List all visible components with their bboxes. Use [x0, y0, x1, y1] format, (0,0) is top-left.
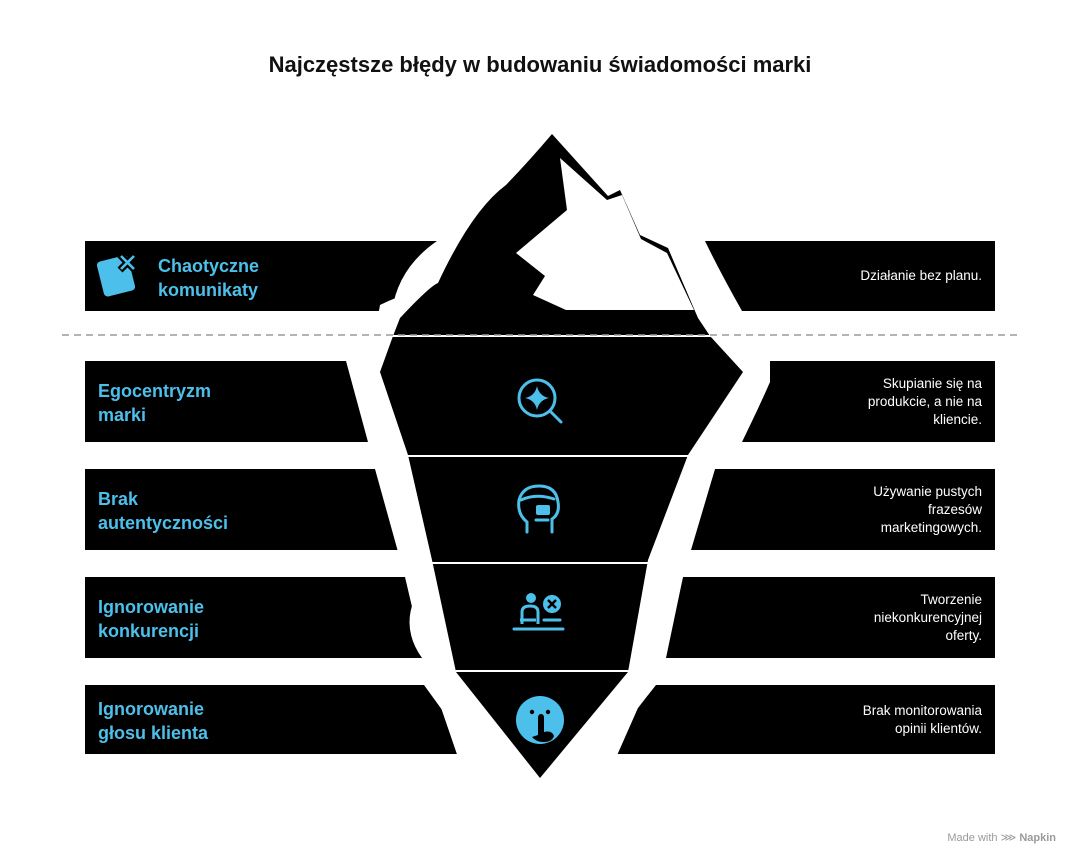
magnifier-star-icon — [517, 378, 563, 424]
row-4-description: Tworzenie niekonkurencyjnej oferty. — [873, 592, 982, 643]
row-1-label: Chaotyczne komunikaty — [158, 256, 260, 300]
iceberg-snow-cap — [516, 158, 694, 310]
masked-head-icon — [517, 484, 560, 534]
row-3-label: Brak autentyczności — [98, 489, 229, 533]
chaotic-message-icon — [96, 252, 138, 297]
right-bar-4 — [666, 577, 995, 658]
made-with-footer: Made with ⋙ Napkin — [947, 831, 1056, 844]
row-2-description: Skupianie się na produkcie, a nie na kli… — [867, 376, 982, 427]
footer-brand: Napkin — [1019, 832, 1056, 844]
left-bar-1 — [85, 241, 437, 311]
right-bar-3 — [684, 469, 995, 550]
row-1-description: Działanie bez planu. — [860, 268, 982, 283]
row-4-label: Ignorowanie konkurencji — [98, 597, 205, 641]
row-2-label: Egocentryzm marki — [98, 381, 212, 425]
row-5-description: Brak monitorowania opinii klientów. — [862, 703, 982, 736]
silence-finger-icon — [516, 696, 564, 744]
left-bar-4 — [85, 577, 422, 658]
row-3-description: Używanie pustych frazesów marketingowych… — [873, 484, 982, 535]
page-title: Najczęstsze błędy w budowaniu świadomośc… — [268, 52, 812, 77]
left-bar-5 — [85, 685, 474, 754]
napkin-logo-icon: ⋙ — [1000, 832, 1017, 844]
right-bar-5 — [604, 685, 995, 754]
left-bar-2 — [85, 361, 368, 442]
row-5-label: Ignorowanie głosu klienta — [98, 699, 209, 743]
right-bar-1 — [705, 241, 995, 311]
footer-prefix: Made with — [947, 832, 998, 844]
competitor-ignore-icon — [512, 593, 565, 631]
right-bar-2 — [742, 361, 995, 442]
left-bar-3 — [85, 469, 401, 550]
